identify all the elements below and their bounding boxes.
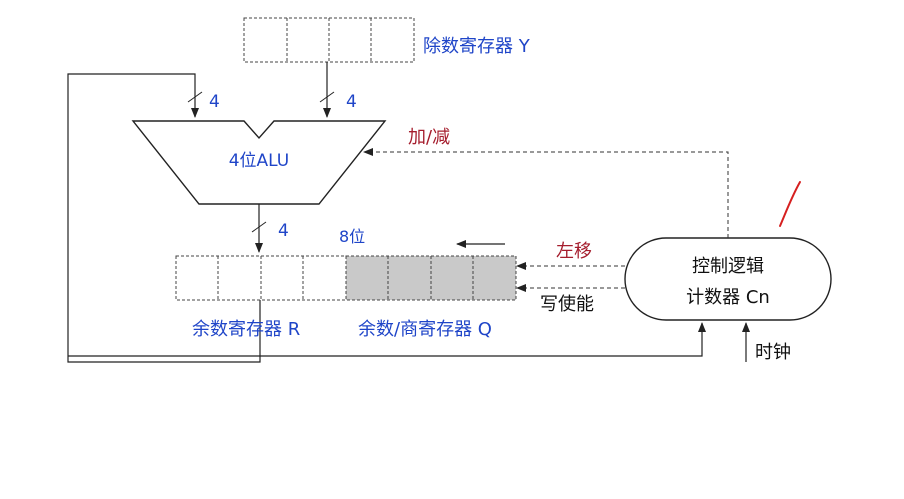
add-sub-label: 加/减: [408, 127, 450, 148]
shift-left-label: 左移: [556, 241, 592, 262]
add-sub-signal: [363, 148, 729, 238]
quotient-register-label: 余数/商寄存器 Q: [358, 319, 492, 340]
bus-width-right: 4: [346, 92, 357, 112]
remainder-feedback-wire: [67, 73, 261, 363]
red-annotation-mark: [779, 181, 801, 227]
bus-width-left: 4: [209, 92, 220, 112]
divisor-register-label: 除数寄存器 Y: [423, 36, 531, 57]
eight-bit-label: 8位: [339, 227, 365, 246]
bus-slash-out: [251, 221, 267, 233]
divisor-register-y: [243, 17, 415, 63]
remainder-to-control-wire: [68, 322, 706, 357]
remainder-register-label: 余数寄存器 R: [192, 319, 300, 340]
clock-label: 时钟: [755, 342, 791, 363]
counter-label: 计数器 Cn: [686, 287, 770, 308]
control-logic-label: 控制逻辑: [692, 256, 764, 277]
bus-slash-left: [187, 91, 203, 103]
alu-label: 4位ALU: [229, 151, 290, 171]
alu-block: [131, 120, 387, 205]
bus-slash-right: [319, 91, 335, 103]
write-enable-label: 写使能: [540, 294, 594, 315]
quotient-register-q: [345, 255, 517, 301]
bus-width-out: 4: [278, 221, 289, 241]
